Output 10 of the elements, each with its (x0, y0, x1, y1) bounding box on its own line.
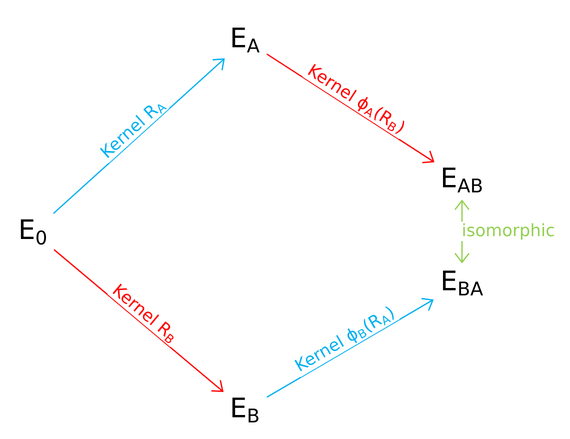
node-label: E$_{A}$ (232, 28, 260, 52)
node-label: E$_{0}$ (20, 219, 46, 245)
arrow (266, 298, 434, 398)
arrow (266, 53, 434, 164)
arrow (54, 249, 224, 392)
node-label: E$_{B}$ (232, 398, 258, 422)
edge-label: isomorphic (463, 223, 554, 240)
node-label: E$_{AB}$ (443, 168, 482, 192)
arrow (53, 58, 225, 214)
node-label: E$_{BA}$ (443, 270, 483, 296)
